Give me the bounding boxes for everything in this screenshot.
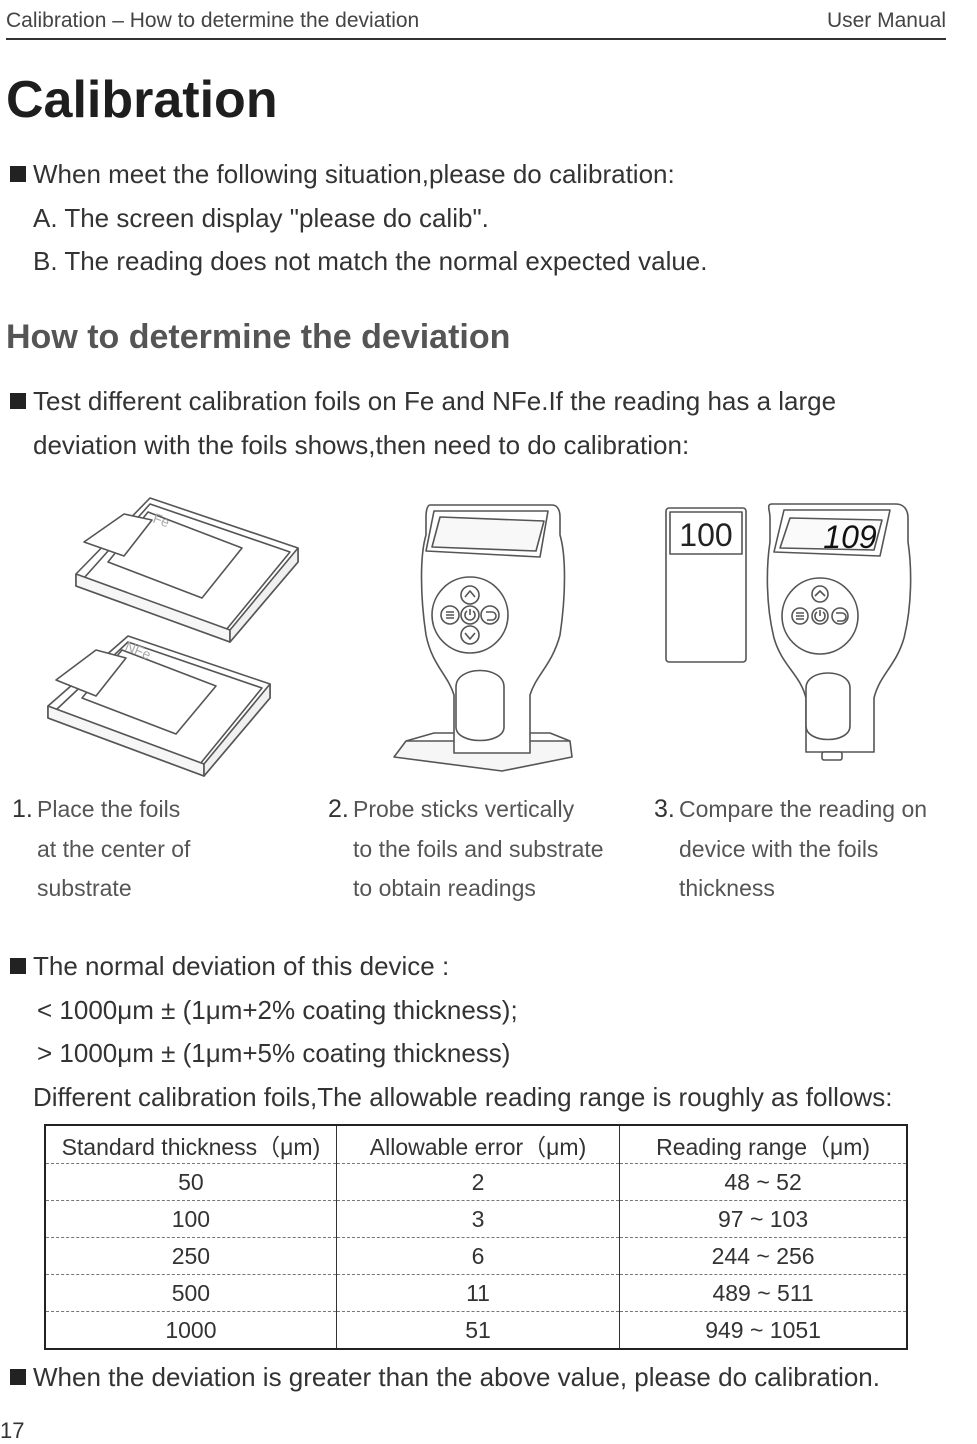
step-2-number: 2.	[328, 795, 349, 823]
deviation-line-lt: < 1000μm ± (1μm+2% coating thickness);	[37, 994, 518, 1025]
cell-standard-thickness: 100	[45, 1200, 337, 1238]
deviation-block: The normal deviation of this device : < …	[10, 945, 892, 1119]
cell-standard-thickness: 250	[45, 1237, 337, 1275]
step-1: 1. Place the foils at the center of subs…	[12, 790, 190, 909]
step-2: 2. Probe sticks vertically to the foils …	[328, 790, 604, 909]
square-bullet-icon	[10, 393, 26, 409]
cell-reading-range: 949 ~ 1051	[619, 1311, 907, 1349]
table-header-row: Standard thickness（μm) Allowable error（μ…	[45, 1125, 907, 1164]
gauge-on-substrate-illustration	[393, 504, 573, 772]
square-bullet-icon	[10, 1369, 26, 1385]
step-3-line-2: device with the foils	[679, 835, 879, 862]
intro-item-a: A. The screen display "please do calib".	[33, 202, 489, 233]
step-2-line-1: Probe sticks vertically	[353, 796, 575, 822]
section-title: How to determine the deviation	[6, 318, 511, 356]
header-standard-thickness: Standard thickness（μm)	[45, 1125, 337, 1164]
allowable-range-table: Standard thickness（μm) Allowable error（μ…	[44, 1124, 908, 1350]
nfe-substrate: NFe	[47, 635, 271, 777]
table-row: 100 3 97 ~ 103	[45, 1200, 907, 1238]
down-arrow-icon	[460, 625, 480, 645]
fe-substrate: Fe	[75, 497, 299, 643]
cell-allowable-error: 2	[335, 1163, 620, 1201]
cell-reading-range: 489 ~ 511	[619, 1274, 907, 1312]
cell-allowable-error: 6	[335, 1237, 620, 1275]
cell-reading-range: 97 ~ 103	[619, 1200, 907, 1238]
step-1-line-1: Place the foils	[37, 796, 181, 822]
test-block: Test different calibration foils on Fe a…	[10, 380, 836, 467]
table-row: 500 11 489 ~ 511	[45, 1274, 907, 1312]
intro-bullet-text: When meet the following situation,please…	[33, 159, 675, 189]
table-row: 1000 51 949 ~ 1051	[45, 1311, 907, 1349]
footer-note-text: When the deviation is greater than the a…	[33, 1362, 880, 1392]
square-bullet-icon	[10, 958, 26, 974]
step-1-number: 1.	[12, 795, 33, 823]
step-2-line-3: to obtain readings	[353, 875, 536, 901]
page-number: 17	[0, 1418, 25, 1443]
step-1-line-2: at the center of	[37, 835, 191, 862]
deviation-line-gt: > 1000μm ± (1μm+5% coating thickness)	[37, 1038, 511, 1068]
test-line-1: Test different calibration foils on Fe a…	[33, 386, 837, 416]
step-3-line-1: Compare the reading on	[679, 796, 928, 822]
deviation-table-intro: Different calibration foils,The allowabl…	[33, 1081, 893, 1112]
step-3-line-3: thickness	[679, 875, 775, 901]
step-2-line-2: to the foils and substrate	[353, 835, 604, 862]
square-bullet-icon	[10, 166, 26, 182]
cell-allowable-error: 3	[335, 1200, 620, 1238]
step-1-line-3: substrate	[37, 875, 132, 901]
table-row: 50 2 48 ~ 52	[45, 1163, 907, 1201]
page-title: Calibration	[6, 71, 278, 129]
compare-reading-illustration: 100 109	[665, 503, 912, 761]
intro-block: When meet the following situation,please…	[10, 153, 708, 284]
header-allowable-error: Allowable error（μm)	[335, 1125, 620, 1164]
cell-reading-range: 48 ~ 52	[619, 1163, 907, 1201]
screen-reading: 109	[823, 519, 877, 555]
cell-standard-thickness: 500	[45, 1274, 337, 1312]
up-arrow-icon	[460, 585, 480, 605]
test-line-2: deviation with the foils shows,then need…	[33, 429, 690, 460]
running-header: Calibration – How to determine the devia…	[6, 6, 946, 40]
cell-standard-thickness: 50	[45, 1163, 337, 1201]
header-reading-range: Reading range（μm)	[619, 1125, 907, 1164]
cell-standard-thickness: 1000	[165, 1316, 217, 1343]
cell-reading-range: 244 ~ 256	[619, 1237, 907, 1275]
up-arrow-icon	[811, 585, 829, 603]
table-row: 250 6 244 ~ 256	[45, 1237, 907, 1275]
step-3-number: 3.	[654, 795, 675, 823]
header-section-title: Calibration – How to determine the devia…	[6, 9, 420, 32]
deviation-bullet-text: The normal deviation of this device :	[33, 951, 450, 981]
foils-on-substrates-illustration: Fe NFe	[47, 497, 299, 777]
cell-allowable-error: 11	[335, 1274, 620, 1312]
header-manual-label: User Manual	[826, 9, 946, 32]
intro-item-b: B. The reading does not match the normal…	[33, 246, 708, 276]
step-3: 3. Compare the reading on device with th…	[654, 790, 927, 909]
foil-value: 100	[679, 517, 732, 553]
fe-label: Fe	[151, 510, 172, 531]
footer-note-block: When the deviation is greater than the a…	[10, 1356, 880, 1400]
cell-allowable-error: 51	[335, 1311, 620, 1349]
